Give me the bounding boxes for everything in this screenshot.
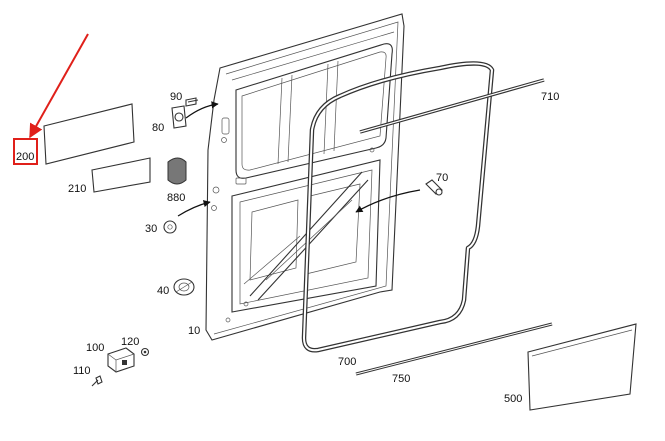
callout-30[interactable]: 30 xyxy=(145,223,157,235)
panel-200[interactable] xyxy=(43,103,135,165)
callout-100[interactable]: 100 xyxy=(86,342,104,354)
callout-200[interactable]: 200 xyxy=(16,151,34,163)
callout-70[interactable]: 70 xyxy=(436,172,448,184)
block-100[interactable] xyxy=(107,347,135,373)
panel-210[interactable] xyxy=(91,157,151,193)
grommet-40[interactable] xyxy=(173,278,195,296)
trim-panel-500[interactable] xyxy=(527,323,637,411)
bolt-90[interactable] xyxy=(185,97,199,107)
callout-750[interactable]: 750 xyxy=(392,373,410,385)
callout-90[interactable]: 90 xyxy=(170,91,182,103)
highlight-box xyxy=(13,138,38,165)
highlight-arrow xyxy=(29,33,89,139)
callout-500[interactable]: 500 xyxy=(504,393,522,405)
door-seal[interactable] xyxy=(301,61,495,353)
callout-880[interactable]: 880 xyxy=(167,192,185,204)
callout-210[interactable]: 210 xyxy=(68,183,86,195)
cap-880[interactable] xyxy=(167,157,187,185)
callout-10[interactable]: 10 xyxy=(188,325,200,337)
callout-710[interactable]: 710 xyxy=(541,91,559,103)
washer-120[interactable] xyxy=(140,347,150,357)
pin-70[interactable] xyxy=(425,179,443,196)
leader-arrows xyxy=(177,101,421,217)
lower-strip[interactable] xyxy=(355,322,553,376)
callout-80[interactable]: 80 xyxy=(152,122,164,134)
callout-120[interactable]: 120 xyxy=(121,336,139,348)
screw-110[interactable] xyxy=(91,375,103,387)
door-shell[interactable] xyxy=(205,13,405,341)
window-strip[interactable] xyxy=(359,78,545,134)
callout-110[interactable]: 110 xyxy=(73,365,91,377)
callout-40[interactable]: 40 xyxy=(157,285,169,297)
callout-700[interactable]: 700 xyxy=(338,356,356,368)
washer-30[interactable] xyxy=(163,220,177,234)
striker-80[interactable] xyxy=(171,105,187,129)
